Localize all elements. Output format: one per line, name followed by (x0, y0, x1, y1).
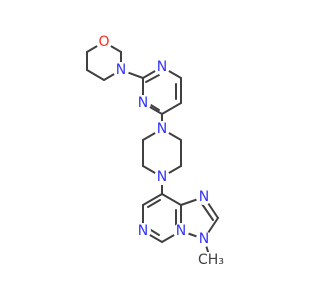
nitrogen-atom-piperazine-top: N (157, 121, 167, 137)
nitrogen-atom-purine-7: N (199, 189, 209, 205)
nitrogen-atom-morpholine: N (116, 62, 126, 78)
molecule-structure: O N N N N N N N N N CH₃ (86, 34, 226, 268)
nitrogen-atom-pyrimidine-1: N (157, 59, 167, 75)
atom-labels: O N N N N N N N N N CH₃ (96, 34, 226, 268)
nitrogen-atom-pyrimidine-3: N (138, 95, 148, 111)
nitrogen-atom-purine-1: N (138, 223, 148, 239)
nitrogen-atom-purine-9: N (199, 231, 209, 247)
oxygen-atom-morpholine: O (98, 34, 109, 50)
nitrogen-atom-piperazine-bottom: N (157, 169, 167, 185)
nitrogen-atom-purine-3: N (176, 223, 186, 239)
methyl-group-label: CH₃ (198, 252, 224, 268)
